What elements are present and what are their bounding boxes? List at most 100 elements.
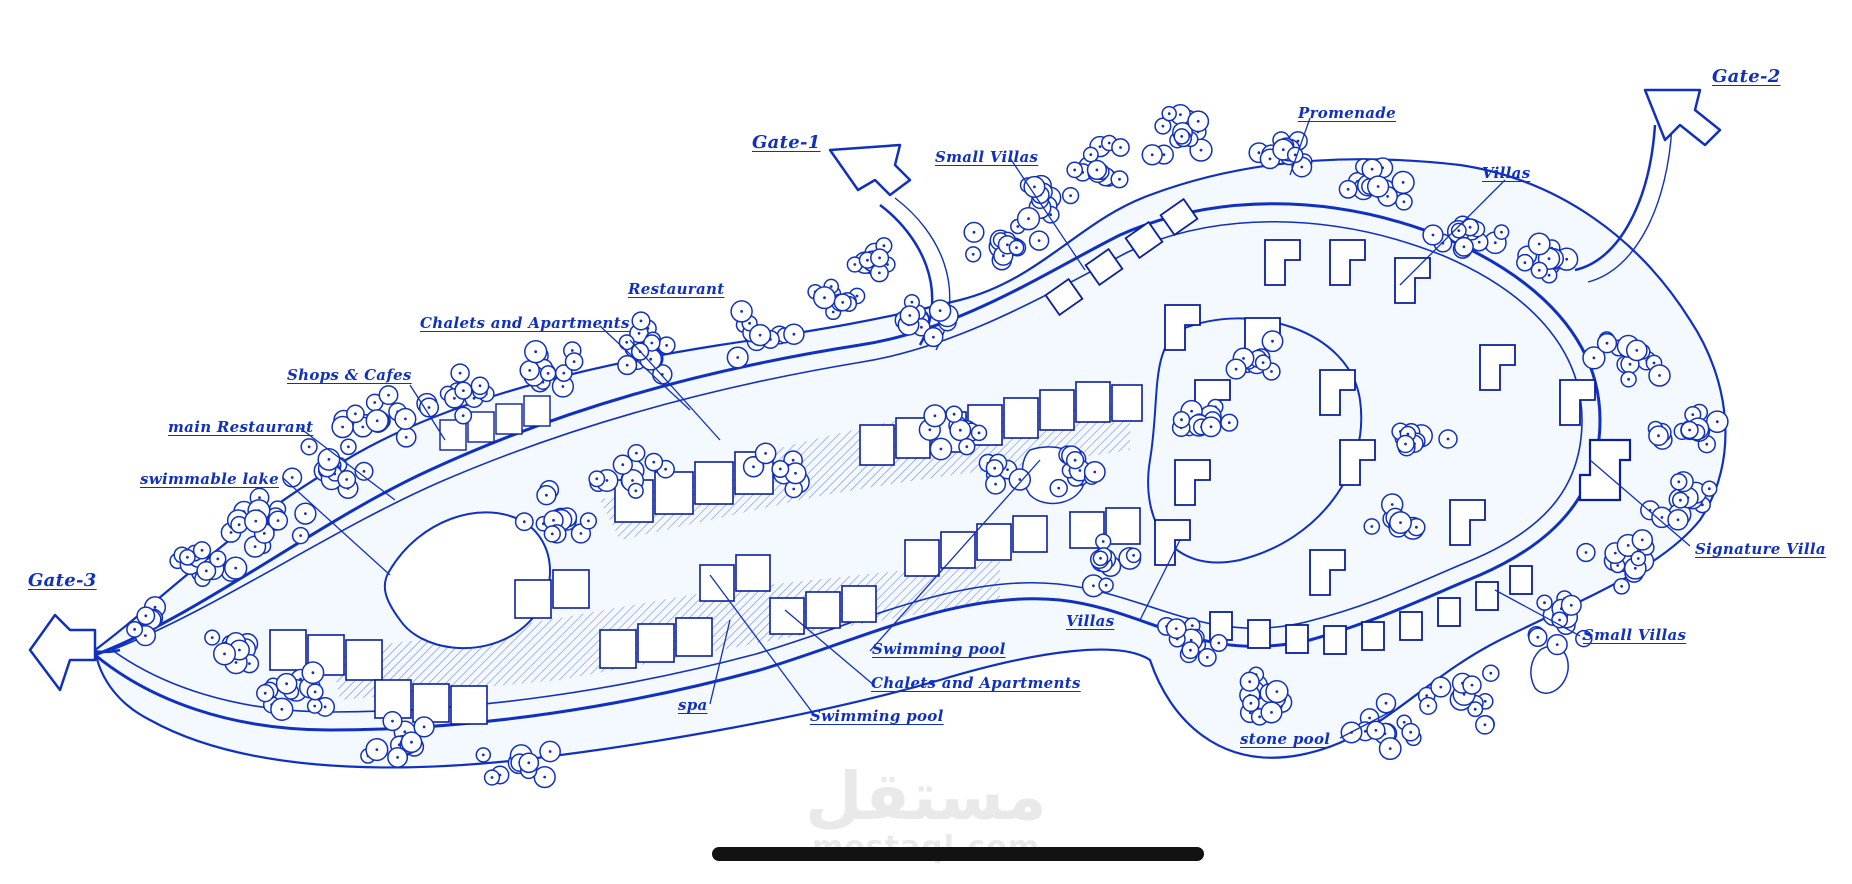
tree-trunk-dot <box>387 393 390 397</box>
tree-trunk-dot <box>254 519 258 523</box>
tree-trunk-dot <box>1258 715 1261 719</box>
tree-trunk-dot <box>200 548 204 552</box>
tree-trunk-dot <box>546 372 550 375</box>
gate-arrows <box>28 88 1722 692</box>
tree-trunk-dot <box>1073 168 1077 172</box>
spa-label: spa <box>678 696 708 714</box>
tree-trunk-dot <box>866 258 869 262</box>
tree-trunk-dot <box>1027 217 1030 221</box>
tree-trunk-dot <box>327 458 331 461</box>
tree-trunk-dot <box>933 414 937 418</box>
tree-trunk-dot <box>1426 704 1430 708</box>
tree-trunk-dot <box>290 476 294 479</box>
tree-trunk-dot <box>965 445 969 449</box>
tree-trunk-dot <box>1049 213 1053 217</box>
tree-trunk-dot <box>1406 432 1410 436</box>
tree-trunk-dot <box>631 479 634 482</box>
tree-trunk-dot <box>1584 551 1588 554</box>
tree-trunk-dot <box>1119 146 1122 149</box>
tree-trunk-dot <box>313 704 317 708</box>
tree-trunk-dot <box>1016 225 1020 228</box>
tree-trunk-dot <box>347 445 350 449</box>
gate-2-label: Gate-2 <box>1712 66 1781 87</box>
tree-trunk-dot <box>908 314 912 317</box>
tree-trunk-dot <box>1558 618 1561 622</box>
tree-trunk-dot <box>1161 124 1165 128</box>
tree-trunk-dot <box>1069 194 1072 198</box>
tree-trunk-dot <box>572 360 576 363</box>
tree-trunk-dot <box>1257 151 1261 155</box>
tree-trunk-dot <box>1635 349 1639 352</box>
home-indicator[interactable] <box>712 847 1204 861</box>
tree-trunk-dot <box>234 566 238 570</box>
tree-trunk-dot <box>1261 361 1265 364</box>
tree-trunk-dot <box>1179 113 1182 116</box>
tree-trunk-dot <box>952 412 956 416</box>
tree-trunk-dot <box>1401 181 1405 184</box>
roads <box>59 124 1673 732</box>
tree-trunk-dot <box>1483 723 1487 727</box>
small-villas-bottom-label: Small Villas <box>1583 626 1687 644</box>
tree-trunk-dot <box>1293 153 1297 157</box>
tree-trunk-dot <box>823 296 826 300</box>
tree-trunk-dot <box>1613 551 1617 555</box>
tree-trunk-dot <box>748 321 751 325</box>
tree-trunk-dot <box>1636 557 1640 560</box>
tree-trunk-dot <box>932 335 935 339</box>
tree-trunk-dot <box>634 489 638 493</box>
tree-trunk-dot <box>458 371 462 375</box>
tree-trunk-dot <box>1281 148 1285 152</box>
tree-trunk-dot <box>1370 525 1374 528</box>
tree-trunk-dot <box>1346 187 1350 191</box>
tree-trunk-dot <box>791 458 795 462</box>
tree-trunk-dot <box>579 532 583 535</box>
tree-trunk-dot <box>1199 148 1203 152</box>
tree-trunk-dot <box>210 636 214 639</box>
tree-trunk-dot <box>1089 153 1093 157</box>
tree-trunk-dot <box>304 512 307 515</box>
watermark-logo-arabic: مستقل <box>805 758 1047 835</box>
tree-trunk-dot <box>1537 268 1541 272</box>
tree-trunk-dot <box>280 707 284 711</box>
tree-trunk-dot <box>1015 246 1018 250</box>
tree-trunk-dot <box>323 705 327 709</box>
tree-trunk-dot <box>144 634 147 637</box>
tree-trunk-dot <box>1402 720 1406 724</box>
leader-lines <box>282 117 1691 739</box>
tree-trunk-dot <box>1296 139 1300 143</box>
tree-trunk-dot <box>1275 690 1279 693</box>
tree-trunk-dot <box>841 301 845 304</box>
tree-trunk-dot <box>1006 243 1009 247</box>
tree-trunk-dot <box>977 431 981 435</box>
tree-trunk-dot <box>637 332 641 335</box>
tree-trunk-dot <box>1190 409 1193 413</box>
tree-trunk-dot <box>1300 165 1304 169</box>
tree-trunk-dot <box>621 463 625 467</box>
chalets-apartments-top-label: Chalets and Apartments <box>420 314 630 332</box>
tree-trunk-dot <box>427 406 431 409</box>
tree-trunk-dot <box>472 396 476 400</box>
tree-trunk-dot <box>1633 566 1637 570</box>
tree-trunk-dot <box>481 753 485 757</box>
tree-trunk-dot <box>216 557 220 561</box>
tree-trunk-dot <box>362 469 366 473</box>
tree-trunk-dot <box>1104 583 1108 587</box>
tree-trunk-dot <box>664 467 667 471</box>
tree-trunk-dot <box>373 401 377 404</box>
tree-trunk-dot <box>1180 135 1184 138</box>
tree-trunk-dot <box>878 271 881 275</box>
tree-trunk-dot <box>1376 185 1380 188</box>
road-gate-2 <box>1574 124 1657 272</box>
tree-trunk-dot <box>1555 643 1559 646</box>
tree-trunk-dot <box>258 496 261 499</box>
tree-trunk-dot <box>595 477 599 481</box>
trees <box>126 103 1729 789</box>
tree-trunk-dot <box>285 682 288 686</box>
tree-trunk-dot <box>462 389 465 392</box>
small-villas-top-label: Small Villas <box>935 148 1039 166</box>
tree-trunk-dot <box>1715 420 1719 424</box>
tree-trunk-dot <box>1073 458 1077 462</box>
tree-trunk-dot <box>1592 356 1596 360</box>
tree-trunk-dot <box>1691 413 1695 416</box>
tree-trunk-dot <box>1477 240 1481 244</box>
